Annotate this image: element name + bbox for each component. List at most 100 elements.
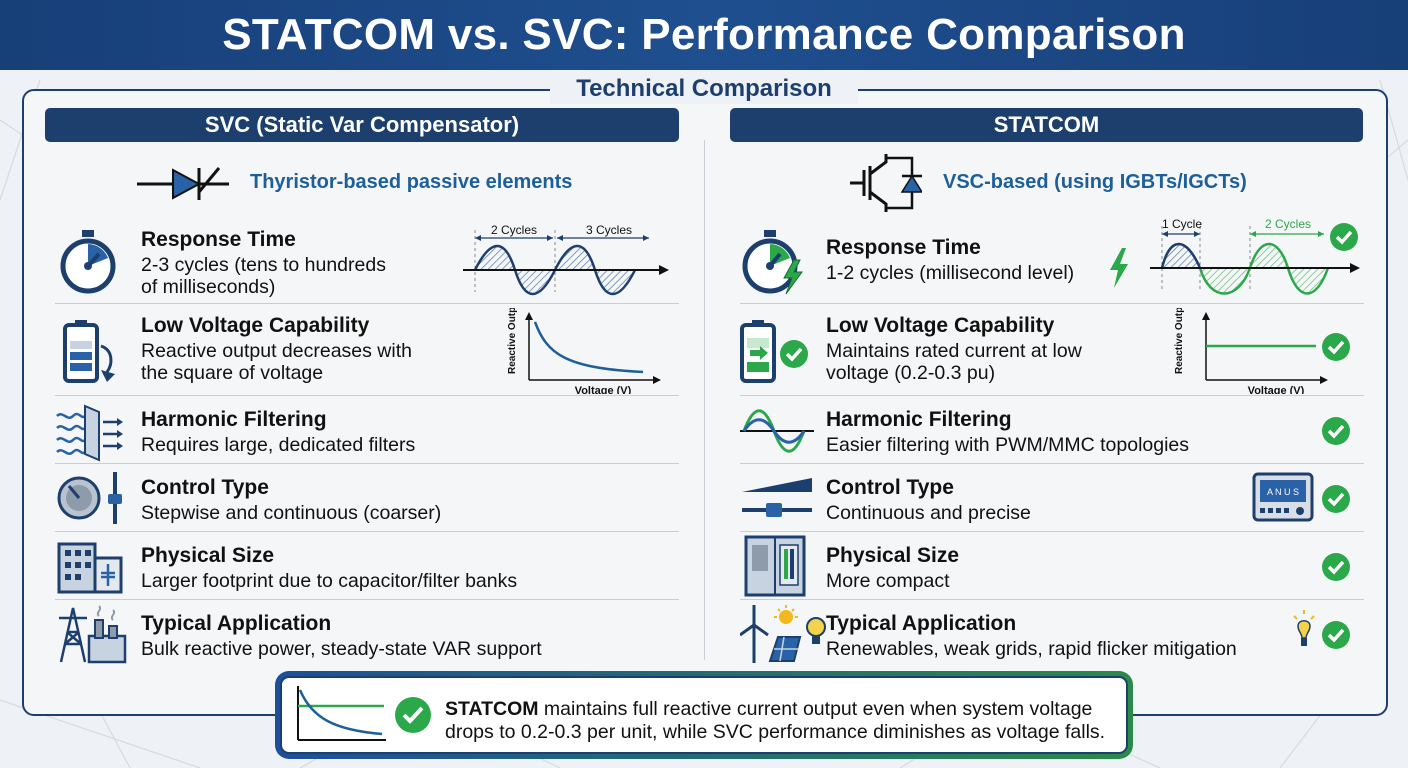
check-icon <box>1322 485 1350 513</box>
chart-label-a: 2 Cycles <box>491 223 537 237</box>
svc-tech: Thyristor-based passive elements <box>45 160 679 204</box>
row-separator <box>740 395 1364 396</box>
svc-voltage-chart: Reactive Output (Q) Voltage (V) <box>507 308 661 394</box>
summary-bold: STATCOM <box>445 698 539 720</box>
row-separator <box>740 599 1364 600</box>
row-desc-line2: the square of voltage <box>141 362 324 384</box>
row-title: Response Time <box>141 228 296 251</box>
row-title: Control Type <box>826 476 954 499</box>
row-desc-line1: Renewables, weak grids, rapid flicker mi… <box>826 638 1237 660</box>
row-separator <box>740 531 1364 532</box>
svc-row-control-type: Control Type Stepwise and continuous (co… <box>55 464 679 532</box>
summary-callout-inner: STATCOM maintains full reactive current … <box>280 676 1128 754</box>
row-title: Harmonic Filtering <box>826 408 1012 431</box>
svc-column: SVC (Static Var Compensator) Thyristor-b… <box>45 108 679 664</box>
chart-label-a: 1 Cycle <box>1162 217 1202 231</box>
row-separator <box>55 599 679 600</box>
igbt-icon <box>850 154 922 212</box>
stopwatch-lightning-icon <box>742 230 803 295</box>
check-icon <box>1322 621 1350 649</box>
row-desc-line2: of milliseconds) <box>141 276 276 298</box>
svc-row-physical-size: Physical Size Larger footprint due to ca… <box>55 532 679 600</box>
row-separator <box>55 531 679 532</box>
check-icon <box>1322 333 1350 361</box>
battery-check-icon <box>740 320 808 383</box>
chart-xlabel: Voltage (V) <box>1248 385 1305 394</box>
summary-line1: maintains full reactive current output e… <box>538 698 1093 720</box>
row-desc-line2: voltage (0.2-0.3 pu) <box>826 362 996 384</box>
clean-sine-icon <box>740 409 814 453</box>
check-icon <box>1322 553 1350 581</box>
lightning-icon <box>1110 248 1128 288</box>
controller-display: A N U S <box>1267 487 1299 497</box>
statcom-heading: STATCOM <box>730 108 1363 142</box>
row-title: Low Voltage Capability <box>141 314 370 337</box>
knob-slider-icon <box>57 472 122 524</box>
header-bar: STATCOM vs. SVC: Performance Comparison <box>0 0 1408 70</box>
svc-row-response-time: Response Time 2-3 cycles (tens to hundre… <box>55 220 679 304</box>
chart-ylabel: Reactive Output (Q) <box>507 308 518 374</box>
power-plant-icon <box>59 605 127 664</box>
page-title: STATCOM vs. SVC: Performance Comparison <box>222 10 1186 59</box>
chart-xlabel: Voltage (V) <box>575 385 632 394</box>
check-icon <box>1322 417 1350 445</box>
row-desc-line1: More compact <box>826 570 950 592</box>
svc-response-waveform: 2 Cycles 3 Cycles <box>463 223 669 296</box>
row-title: Low Voltage Capability <box>826 314 1055 337</box>
svc-heading: SVC (Static Var Compensator) <box>45 108 679 142</box>
svc-row-low-voltage: Low Voltage Capability Reactive output d… <box>55 304 679 396</box>
statcom-tech-label: VSC-based (using IGBTs/IGCTs) <box>943 171 1247 193</box>
row-separator <box>55 303 679 304</box>
column-divider <box>704 140 705 660</box>
row-separator <box>55 395 679 396</box>
precision-slider-icon <box>742 478 812 517</box>
battery-down-icon <box>63 320 115 383</box>
summary-text: STATCOM maintains full reactive current … <box>445 698 1125 744</box>
row-desc-line1: 1-2 cycles (millisecond level) <box>826 262 1075 284</box>
check-icon <box>1330 223 1358 251</box>
building-capacitor-icon <box>57 542 123 594</box>
comparison-frame <box>22 89 1388 716</box>
statcom-row-response-time: Response Time 1-2 cycles (millisecond le… <box>740 217 1364 304</box>
stopwatch-icon <box>60 230 116 294</box>
row-title: Control Type <box>141 476 269 499</box>
cabinet-icon <box>744 535 806 597</box>
row-title: Typical Application <box>826 612 1017 635</box>
row-title: Response Time <box>826 236 981 259</box>
statcom-row-low-voltage: Low Voltage Capability Maintains rated c… <box>740 304 1364 396</box>
check-icon <box>395 697 431 733</box>
chart-ylabel: Reactive Output (Q) <box>1174 308 1185 374</box>
row-desc-line1: Larger footprint due to capacitor/filter… <box>141 570 518 592</box>
chart-label-b: 3 Cycles <box>586 223 632 237</box>
row-separator <box>740 463 1364 464</box>
row-separator <box>55 463 679 464</box>
statcom-row-physical-size: Physical Size More compact <box>740 532 1364 600</box>
renewables-icon <box>740 605 826 663</box>
row-separator <box>740 303 1364 304</box>
row-desc-line1: Reactive output decreases with <box>141 340 412 362</box>
statcom-column: STATCOM VSC-based (using IGBTs/IGCTs) Re… <box>730 108 1364 663</box>
section-title: Technical Comparison <box>550 74 858 104</box>
svc-row-application: Typical Application Bulk reactive power,… <box>55 600 679 668</box>
summary-callout: STATCOM maintains full reactive current … <box>275 671 1133 759</box>
chart-label-b: 2 Cycles <box>1265 217 1311 231</box>
statcom-row-control-type: Control Type Continuous and precise A N … <box>740 464 1364 532</box>
summary-line2: drops to 0.2-0.3 per unit, while SVC per… <box>445 721 1106 743</box>
row-title: Physical Size <box>141 544 275 567</box>
statcom-tech: VSC-based (using IGBTs/IGCTs) <box>730 154 1363 212</box>
comparison-mini-chart-icon <box>297 686 386 741</box>
digital-controller-icon: A N U S <box>1252 472 1314 522</box>
row-title: Physical Size <box>826 544 960 567</box>
filter-waves-icon <box>56 404 123 462</box>
row-desc-line1: Stepwise and continuous (coarser) <box>141 502 442 524</box>
row-desc-line1: Maintains rated current at low <box>826 340 1082 362</box>
row-desc-line1: Continuous and precise <box>826 502 1031 524</box>
row-title: Typical Application <box>141 612 332 635</box>
lightbulb-icon <box>1293 610 1315 646</box>
thyristor-icon <box>137 167 229 200</box>
statcom-response-waveform: 1 Cycle 2 Cycles <box>1150 217 1360 295</box>
svc-row-harmonic: Harmonic Filtering Requires large, dedic… <box>55 396 679 464</box>
row-desc-line1: 2-3 cycles (tens to hundreds <box>141 254 386 276</box>
statcom-row-application: Typical Application Renewables, weak gri… <box>740 600 1364 668</box>
row-desc-line1: Bulk reactive power, steady-state VAR su… <box>141 638 542 660</box>
